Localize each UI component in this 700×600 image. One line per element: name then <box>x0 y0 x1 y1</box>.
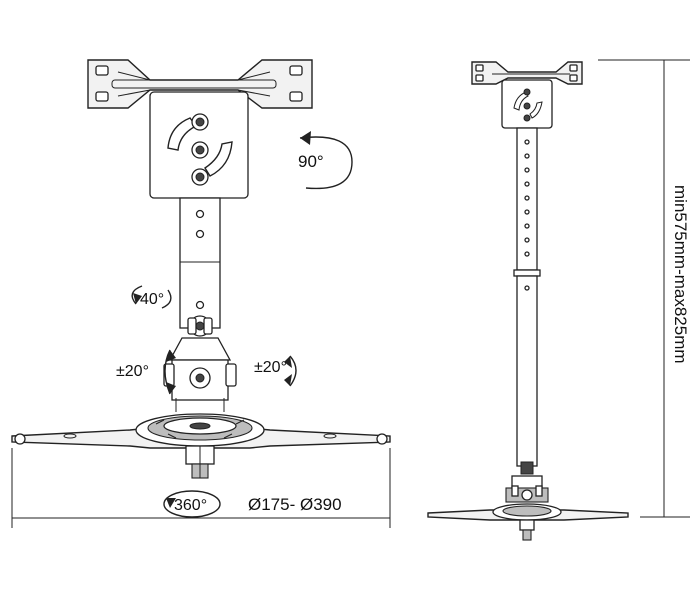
arm-span-label: Ø175- Ø390 <box>248 495 342 514</box>
side-pole <box>513 127 541 475</box>
rotation-90-label: 90° <box>298 152 324 171</box>
tilt-left-arrow-icon <box>164 349 176 395</box>
side-ceiling-bracket <box>471 61 583 85</box>
adapter-plate <box>149 91 249 199</box>
left-view: 90° 40° ±20° ±20° 360° <box>11 59 391 528</box>
swivel-360-arrow-icon <box>163 490 221 518</box>
tilt-joint <box>163 315 237 412</box>
side-spider-arms <box>427 503 629 541</box>
tilt-right-label: ±20° <box>254 359 287 376</box>
center-screw <box>185 445 215 479</box>
height-dimension <box>598 59 690 518</box>
tilt-left-label: ±20° <box>116 363 149 380</box>
rotation-90-arrow-icon <box>299 131 353 190</box>
extension-pole <box>179 197 221 329</box>
tilt-40-arrow-icon <box>131 285 172 309</box>
ceiling-bracket <box>87 59 313 109</box>
tilt-right-arrow-icon <box>284 355 297 387</box>
right-view: min575mm-max825mm <box>427 59 690 541</box>
height-range-label: min575mm-max825mm <box>671 185 690 364</box>
side-tilt-joint <box>505 475 549 503</box>
swivel-360-label: 360° <box>174 497 207 514</box>
spider-arms <box>11 413 391 449</box>
tilt-40-label: 40° <box>140 291 164 308</box>
arm-span-dimension <box>11 448 391 528</box>
side-adapter-plate <box>501 79 553 129</box>
